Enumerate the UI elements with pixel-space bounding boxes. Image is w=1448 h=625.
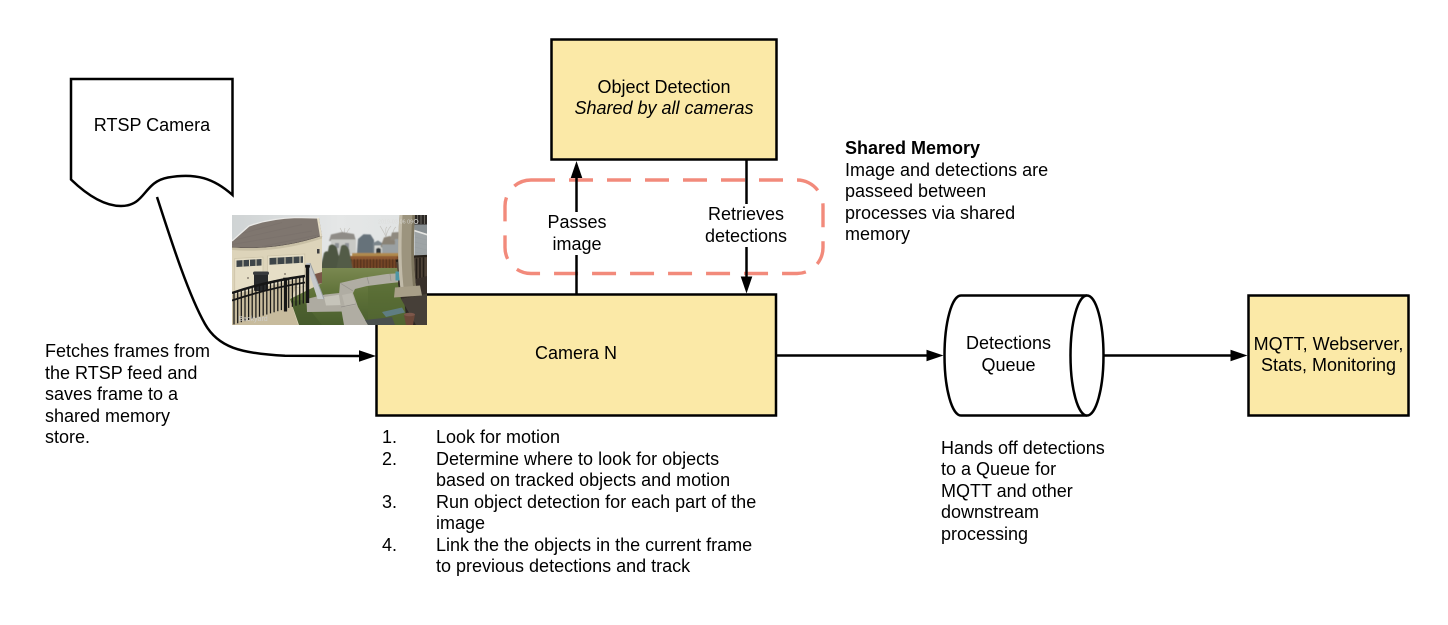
svg-text:2019-03-06 09: 2019-03-06 09: [378, 220, 413, 226]
svg-text:Backyard: Backyard: [239, 316, 268, 323]
